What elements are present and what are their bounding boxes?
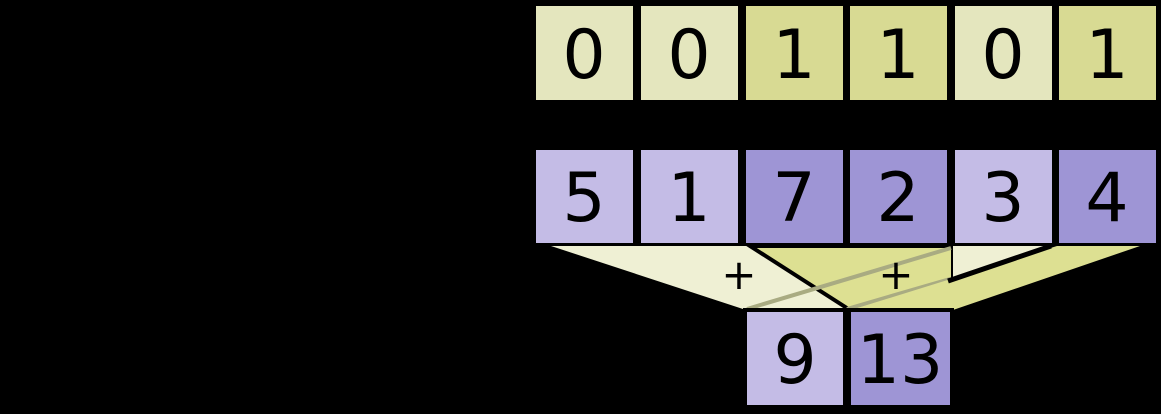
value-cell-value: 3	[981, 159, 1024, 238]
value-cell	[742, 146, 847, 247]
flag-cell-value: 1	[876, 16, 919, 95]
result-cell-value: 9	[773, 321, 816, 400]
flag-cell	[637, 2, 742, 104]
flag-cell	[1055, 2, 1160, 104]
value-cell-value: 7	[772, 159, 815, 238]
value-cell	[637, 146, 742, 247]
flag-cell	[532, 2, 637, 104]
flag-cell-value: 0	[981, 16, 1024, 95]
value-cell-value: 2	[876, 159, 919, 238]
flag-cell-value: 1	[772, 16, 815, 95]
value-cell-value: 5	[562, 159, 605, 238]
flag-cell-value: 0	[667, 16, 710, 95]
flag-cell	[742, 2, 847, 104]
flag-cell	[846, 2, 951, 104]
value-cell	[532, 146, 637, 247]
funnel-overlap-line	[846, 277, 951, 311]
value-cell	[951, 146, 1056, 247]
funnel-strip-edge	[947, 243, 1052, 284]
value-cell-value: 1	[667, 159, 710, 238]
plus-icon: +	[721, 250, 756, 299]
funnel-dark-strip	[851, 246, 1140, 310]
value-cell	[1055, 146, 1160, 247]
flag-cell-value: 0	[562, 16, 605, 95]
reduction-funnels: + +	[551, 243, 1140, 312]
flag-row: 0 0 1 1 0 1	[532, 2, 1160, 104]
flag-cell-value: 1	[1085, 16, 1128, 95]
result-cell	[743, 308, 847, 409]
value-cell	[846, 146, 951, 247]
value-row: 5 1 7 2 3 4	[532, 146, 1160, 247]
flag-cell	[951, 2, 1056, 104]
result-cell-value: 13	[857, 321, 944, 400]
result-row: 9 13	[743, 308, 954, 409]
result-cell	[847, 308, 954, 409]
value-cell-value: 4	[1085, 159, 1128, 238]
plus-icon: +	[878, 250, 913, 299]
funnel-overlap-line	[746, 246, 952, 311]
